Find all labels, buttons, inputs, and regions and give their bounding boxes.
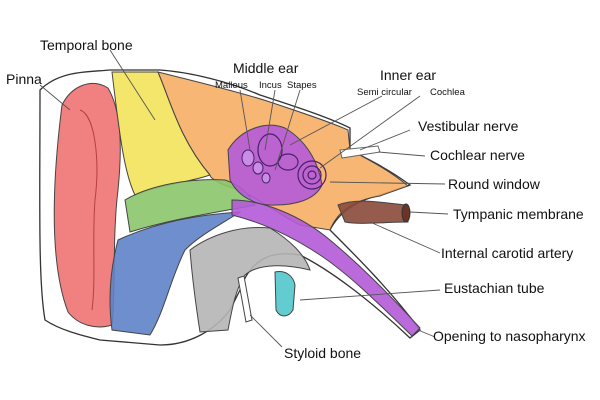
head-outline xyxy=(39,69,421,346)
label-round-window: Round window xyxy=(448,176,541,192)
label-semi-circular: Semi circular xyxy=(357,87,412,98)
ear-canal-opening xyxy=(401,203,411,223)
grey-region-shape xyxy=(189,226,311,333)
label-cochlea: Cochlea xyxy=(430,87,466,98)
label-malleus: Malleus xyxy=(215,80,248,91)
blue-region-shape xyxy=(109,211,242,336)
label-middle-ear: Middle ear xyxy=(233,60,299,76)
label-cochlear-nerve: Cochlear nerve xyxy=(430,147,525,163)
label-incus: Incus xyxy=(259,80,282,91)
label-tympanic-membrane: Tympanic membrane xyxy=(453,206,584,222)
label-opening-to-nasopharynx: Opening to nasopharynx xyxy=(433,328,586,344)
ossicles xyxy=(241,149,271,184)
label-stapes: Stapes xyxy=(287,80,317,91)
eustachian-tube-shape xyxy=(231,199,421,337)
pinna-inner-fold xyxy=(79,109,98,311)
label-internal-carotid-artery: Internal carotid artery xyxy=(441,245,573,261)
label-styloid-bone: Styloid bone xyxy=(284,345,361,361)
label-temporal-bone: Temporal bone xyxy=(40,37,133,53)
semicircular-canals xyxy=(257,133,299,171)
label-eustachian-tube: Eustachian tube xyxy=(444,280,545,296)
label-vestibular-nerve: Vestibular nerve xyxy=(418,118,519,134)
label-inner-ear: Inner ear xyxy=(380,67,436,83)
cyan-region-shape xyxy=(274,271,296,317)
styloid-bone-shape xyxy=(237,275,253,323)
ear-canal-shape xyxy=(337,200,409,224)
label-pinna: Pinna xyxy=(6,71,42,87)
leader-lines xyxy=(39,49,449,348)
cochlea-spiral xyxy=(297,160,327,190)
